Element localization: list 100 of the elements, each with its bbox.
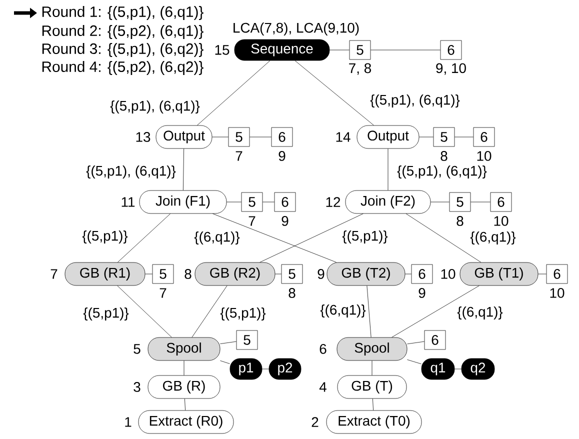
value-box: 6 xyxy=(424,330,446,350)
node-number: 15 xyxy=(215,45,230,55)
node-label: 7, 8 xyxy=(349,63,372,75)
value-box: 5 xyxy=(433,127,455,147)
edge-label: {(5,p1), (6,q1)} xyxy=(397,166,487,178)
tag-pill: q1 xyxy=(421,358,455,380)
node-number: 12 xyxy=(326,197,340,207)
connector xyxy=(260,214,364,262)
edge-label: {(5,p1)} xyxy=(82,230,128,244)
edge-label: {(6,q1)} xyxy=(457,306,503,320)
connector xyxy=(392,286,480,338)
edge-label: {(5,p1), (6,q1)} xyxy=(86,166,176,178)
node-number: 10 xyxy=(441,269,456,279)
value-box: 6 xyxy=(473,127,495,147)
node-label: 10 xyxy=(477,151,492,161)
round-label: Round 1: {(5,p1), (6,q1)} xyxy=(42,6,204,20)
connector xyxy=(366,286,372,338)
edge-label: {(5,p1), (6,q1)} xyxy=(370,94,460,108)
edge-label: {(5,p1)} xyxy=(220,308,266,320)
connector xyxy=(454,136,474,138)
connector xyxy=(212,214,336,262)
node-number: 6 xyxy=(320,344,326,354)
node-number: 5 xyxy=(134,344,140,354)
operator-node: GB (T1) xyxy=(460,262,538,286)
connector xyxy=(184,398,186,410)
node-label: 7 xyxy=(160,288,166,298)
value-box: 6 xyxy=(411,264,433,284)
node-label: 8 xyxy=(456,216,464,226)
operator-node: GB (T) xyxy=(337,375,407,399)
operator-node: Extract (R0) xyxy=(138,410,234,434)
connector xyxy=(294,60,374,126)
connector xyxy=(250,136,272,138)
round-label: Round 4: {(5,p2), (6,q2)} xyxy=(42,61,204,75)
value-box: 6 xyxy=(490,192,512,212)
operator-node: Join (F1) xyxy=(139,190,227,214)
operator-node: GB (R) xyxy=(148,375,220,399)
lca-label: LCA(7,8), LCA(9,10) xyxy=(234,22,359,36)
connector xyxy=(212,136,228,138)
operator-node: GB (R1) xyxy=(64,262,146,286)
connector xyxy=(220,341,236,344)
connector xyxy=(406,214,482,262)
node-label: 9 xyxy=(278,151,286,161)
value-box: 5 xyxy=(236,330,258,350)
value-box: 6 xyxy=(440,40,462,60)
operator-node: GB (R2) xyxy=(194,262,276,286)
operator-node: Join (F2) xyxy=(345,190,431,214)
node-number: 14 xyxy=(336,132,350,142)
node-number: 9 xyxy=(318,269,324,279)
node-label: 7 xyxy=(236,151,242,161)
node-number: 13 xyxy=(136,132,150,142)
tag-pill: p1 xyxy=(230,358,262,380)
node-number: 2 xyxy=(312,417,318,427)
node-number: 1 xyxy=(125,417,132,427)
value-box: 5 xyxy=(241,192,263,212)
connector xyxy=(117,286,172,338)
round-label: Round 3: {(5,p1), (6,q2)} xyxy=(42,43,204,57)
value-box: 5 xyxy=(349,40,371,60)
node-label: 9 xyxy=(418,288,426,298)
connector xyxy=(192,286,228,338)
node-label: 9, 10 xyxy=(436,63,466,75)
value-box: 6 xyxy=(546,264,568,284)
node-number: 4 xyxy=(319,382,326,392)
value-box: 5 xyxy=(449,192,471,212)
connector xyxy=(419,136,434,138)
edge-label: {(5,p1)} xyxy=(83,308,129,320)
connector xyxy=(182,148,184,190)
tag-pill: q2 xyxy=(461,358,495,380)
node-label: 8 xyxy=(440,151,448,161)
connector xyxy=(372,398,374,410)
operator-node: Output xyxy=(356,125,420,149)
node-number: 8 xyxy=(184,269,192,279)
tag-pill: p2 xyxy=(268,358,302,380)
operator-node: Spool xyxy=(148,337,220,361)
edge-label: {(5,p1)} xyxy=(342,230,388,244)
node-number: 7 xyxy=(50,269,58,279)
tag-pill: Sequence xyxy=(234,39,330,61)
node-label: 10 xyxy=(550,288,564,298)
node-number: 3 xyxy=(134,382,140,392)
connector xyxy=(454,368,462,370)
connector xyxy=(196,60,270,126)
connector xyxy=(407,341,424,344)
connector xyxy=(407,359,422,364)
edge-label: {(6,q1)} xyxy=(470,232,516,244)
node-number: 11 xyxy=(122,197,135,207)
node-label: 9 xyxy=(282,216,288,226)
edge-label: {(6,q1)} xyxy=(320,304,366,318)
connector xyxy=(117,214,171,262)
value-box: 6 xyxy=(271,127,293,147)
value-box: 5 xyxy=(281,264,303,284)
edge-label: {(6,q1)} xyxy=(194,232,240,244)
node-label: 8 xyxy=(288,288,296,298)
edge-label: {(5,p1), (6,q1)} xyxy=(110,100,200,114)
operator-node: Spool xyxy=(336,337,408,361)
value-box: 5 xyxy=(152,264,174,284)
value-box: 5 xyxy=(228,127,250,147)
connector xyxy=(262,368,269,370)
operator-node: Extract (T0) xyxy=(326,410,422,434)
value-box: 6 xyxy=(274,192,296,212)
operator-node: GB (T2) xyxy=(326,262,406,286)
operator-node: Output xyxy=(156,125,212,149)
